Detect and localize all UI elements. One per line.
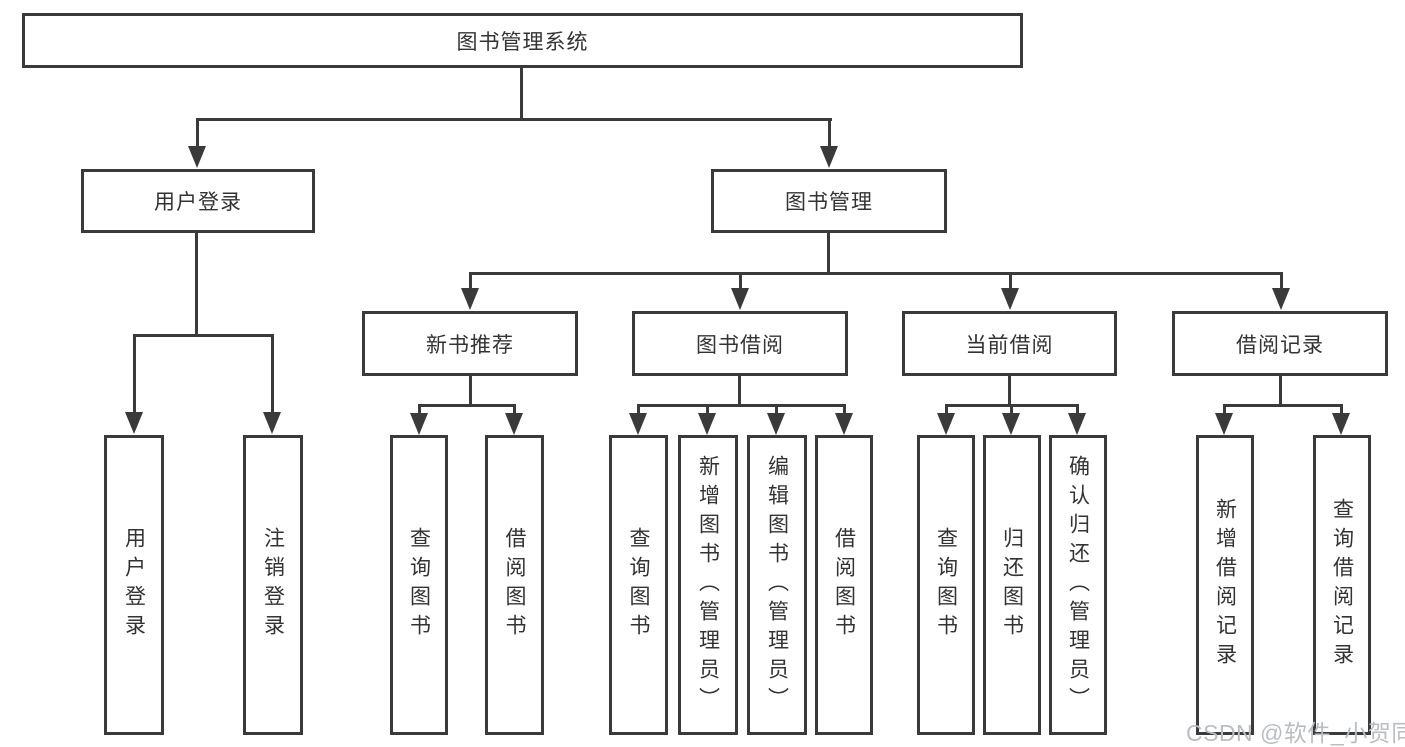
arrowhead-down-icon [835,413,853,435]
edge-line [945,404,1079,407]
arrowhead-down-icon [505,413,523,435]
csdn-watermark: CSDN @软件_小贺同学 [1186,720,1405,746]
arrowhead-down-icon [1068,413,1086,435]
edge-line [738,376,741,407]
arrowhead-down-icon [731,288,749,310]
leaf-edit-books-admin: 编辑图书（管理员） [747,435,807,735]
edge-line [1340,406,1343,415]
arrowhead-down-icon [1215,413,1233,435]
leaf-add-borrow-record: 新增借阅记录 [1196,435,1254,735]
arrowhead-down-icon [767,413,785,435]
edge-line [133,336,136,414]
arrowhead-down-icon [1272,288,1290,310]
edge-line [195,233,198,337]
arrowhead-down-icon [937,413,955,435]
arrowhead-down-icon [410,413,428,435]
edge-line [418,406,421,415]
leaf-query-books-recommend: 查询图书 [390,435,448,735]
arrowhead-down-icon [820,146,838,168]
edge-line [775,406,778,415]
leaf-query-books-borrowing: 查询图书 [609,435,668,735]
node-new-book-recommendation: 新书推荐 [362,311,578,376]
arrowhead-down-icon [698,413,716,435]
edge-line [1223,404,1343,407]
edge-line [1008,376,1011,407]
arrowhead-down-icon [1002,413,1020,435]
edge-line [706,406,709,415]
edge-line [637,404,846,407]
leaf-confirm-return-admin: 确认归还（管理员） [1049,435,1107,735]
edge-line [1009,274,1012,290]
edge-line [1076,406,1079,415]
leaf-borrow-books-recommend: 借阅图书 [485,435,544,735]
node-book-management-branch: 图书管理 [711,169,947,233]
leaf-query-books-current: 查询图书 [917,435,975,735]
arrowhead-down-icon [188,146,206,168]
edge-line [1279,376,1282,407]
arrowhead-down-icon [1001,288,1019,310]
arrowhead-down-icon [263,412,281,434]
arrowhead-down-icon [461,288,479,310]
edge-line [196,118,832,121]
edge-line [513,406,516,415]
edge-line [520,68,523,120]
node-current-borrowing: 当前借阅 [902,311,1117,376]
edge-line [828,118,831,148]
edge-line [469,272,1283,275]
arrowhead-down-icon [125,412,143,434]
leaf-return-books: 归还图书 [983,435,1041,735]
arrowhead-down-icon [1332,413,1350,435]
edge-line [945,406,948,415]
edge-line [418,404,516,407]
edge-line [739,274,742,290]
edge-line [1223,406,1226,415]
leaf-query-borrow-record: 查询借阅记录 [1313,435,1371,735]
edge-line [843,406,846,415]
node-root-system: 图书管理系统 [22,13,1023,68]
edge-line [469,274,472,290]
edge-line [827,233,830,275]
leaf-add-books-admin: 新增图书（管理员） [678,435,738,735]
node-user-login-branch: 用户登录 [81,169,315,233]
leaf-borrow-books: 借阅图书 [815,435,873,735]
edge-line [271,336,274,414]
edge-line [1280,274,1283,290]
edge-line [1010,406,1013,415]
leaf-user-login: 用户登录 [104,435,164,735]
edge-line [637,406,640,415]
arrowhead-down-icon [629,413,647,435]
node-borrowing-records: 借阅记录 [1172,311,1388,376]
edge-line [196,118,199,148]
edge-line [133,334,274,337]
node-book-borrowing: 图书借阅 [632,311,848,376]
edge-line [469,376,472,407]
leaf-logout: 注销登录 [243,435,303,735]
